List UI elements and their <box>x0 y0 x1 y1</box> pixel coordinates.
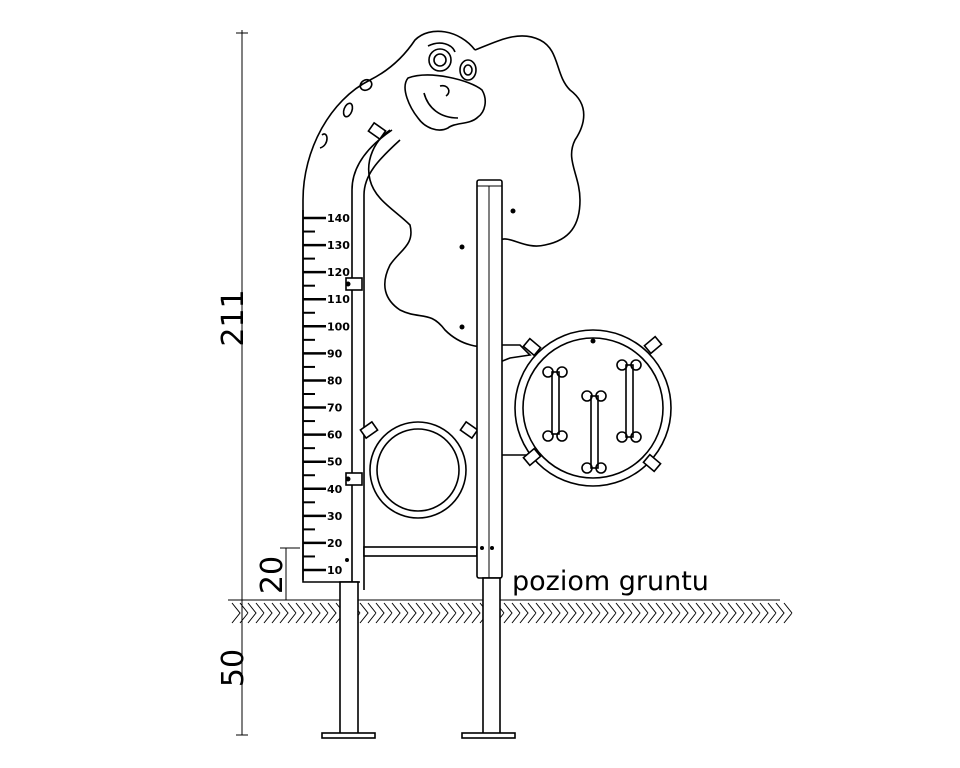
scale-label: 50 <box>327 456 343 469</box>
right-base-plate <box>461 732 516 739</box>
bone-slider <box>616 359 642 443</box>
scale-label: 20 <box>327 537 343 550</box>
dimension-foundation-depth: 50 <box>216 649 251 687</box>
dimension-base-offset: 20 <box>255 556 290 594</box>
ground-level-label: poziom gruntu <box>512 566 709 597</box>
right-post-foundation <box>482 577 501 736</box>
dino-smile <box>423 92 459 119</box>
left-tube <box>351 129 401 590</box>
bolt <box>345 476 351 482</box>
wheel-clamp <box>643 335 663 355</box>
dino-eye <box>428 48 452 72</box>
spinner-wheel-face <box>522 337 664 479</box>
dino-spot <box>359 78 373 92</box>
scale-label: 60 <box>327 429 343 442</box>
dino-nostril <box>439 84 450 97</box>
bolt <box>345 281 351 287</box>
porthole-opening <box>376 428 460 512</box>
ground <box>228 599 793 624</box>
wheel-clamp <box>522 337 542 357</box>
scale-label: 130 <box>327 239 350 252</box>
scale-label: 10 <box>327 564 343 577</box>
bolt <box>345 558 349 562</box>
scale-label: 70 <box>327 402 343 415</box>
dino-eye <box>459 59 477 81</box>
bolt <box>490 546 494 550</box>
scale-label: 80 <box>327 374 343 387</box>
dino-spot <box>319 133 328 149</box>
porthole-clamp <box>359 420 379 440</box>
scale-label: 120 <box>327 266 350 279</box>
scale-label: 110 <box>327 293 350 306</box>
dinosaur-head <box>404 74 487 131</box>
bolt <box>510 208 516 214</box>
dino-pupil <box>433 53 447 67</box>
wheel-clamp <box>522 447 542 467</box>
porthole-ring <box>369 421 467 519</box>
porthole-clamp <box>459 420 479 440</box>
dino-spot <box>342 102 354 118</box>
scale-label: 90 <box>327 347 343 360</box>
height-scale: 140 130 120 110 100 90 80 70 60 50 40 30 20 10 <box>303 212 350 577</box>
left-post <box>339 581 359 736</box>
dinosaur-body <box>302 30 476 580</box>
dimension-total-height: 211 <box>216 289 251 346</box>
dimension-lines <box>236 30 300 736</box>
bone-slider <box>542 366 568 442</box>
dino-brow <box>427 42 456 53</box>
dino-pupil <box>463 64 473 76</box>
bolt <box>459 244 465 250</box>
wheel-clamp <box>642 453 662 473</box>
tube-clamp <box>367 121 387 141</box>
crossbar <box>363 546 478 557</box>
left-base-plate <box>321 732 376 739</box>
scale-label: 140 <box>327 212 350 225</box>
bolt <box>480 546 484 550</box>
bolt <box>459 324 465 330</box>
scale-label: 40 <box>327 483 343 496</box>
bolt <box>590 338 596 344</box>
bone-slider <box>581 390 607 474</box>
scale-label: 100 <box>327 320 350 333</box>
scale-label: 30 <box>327 510 343 523</box>
